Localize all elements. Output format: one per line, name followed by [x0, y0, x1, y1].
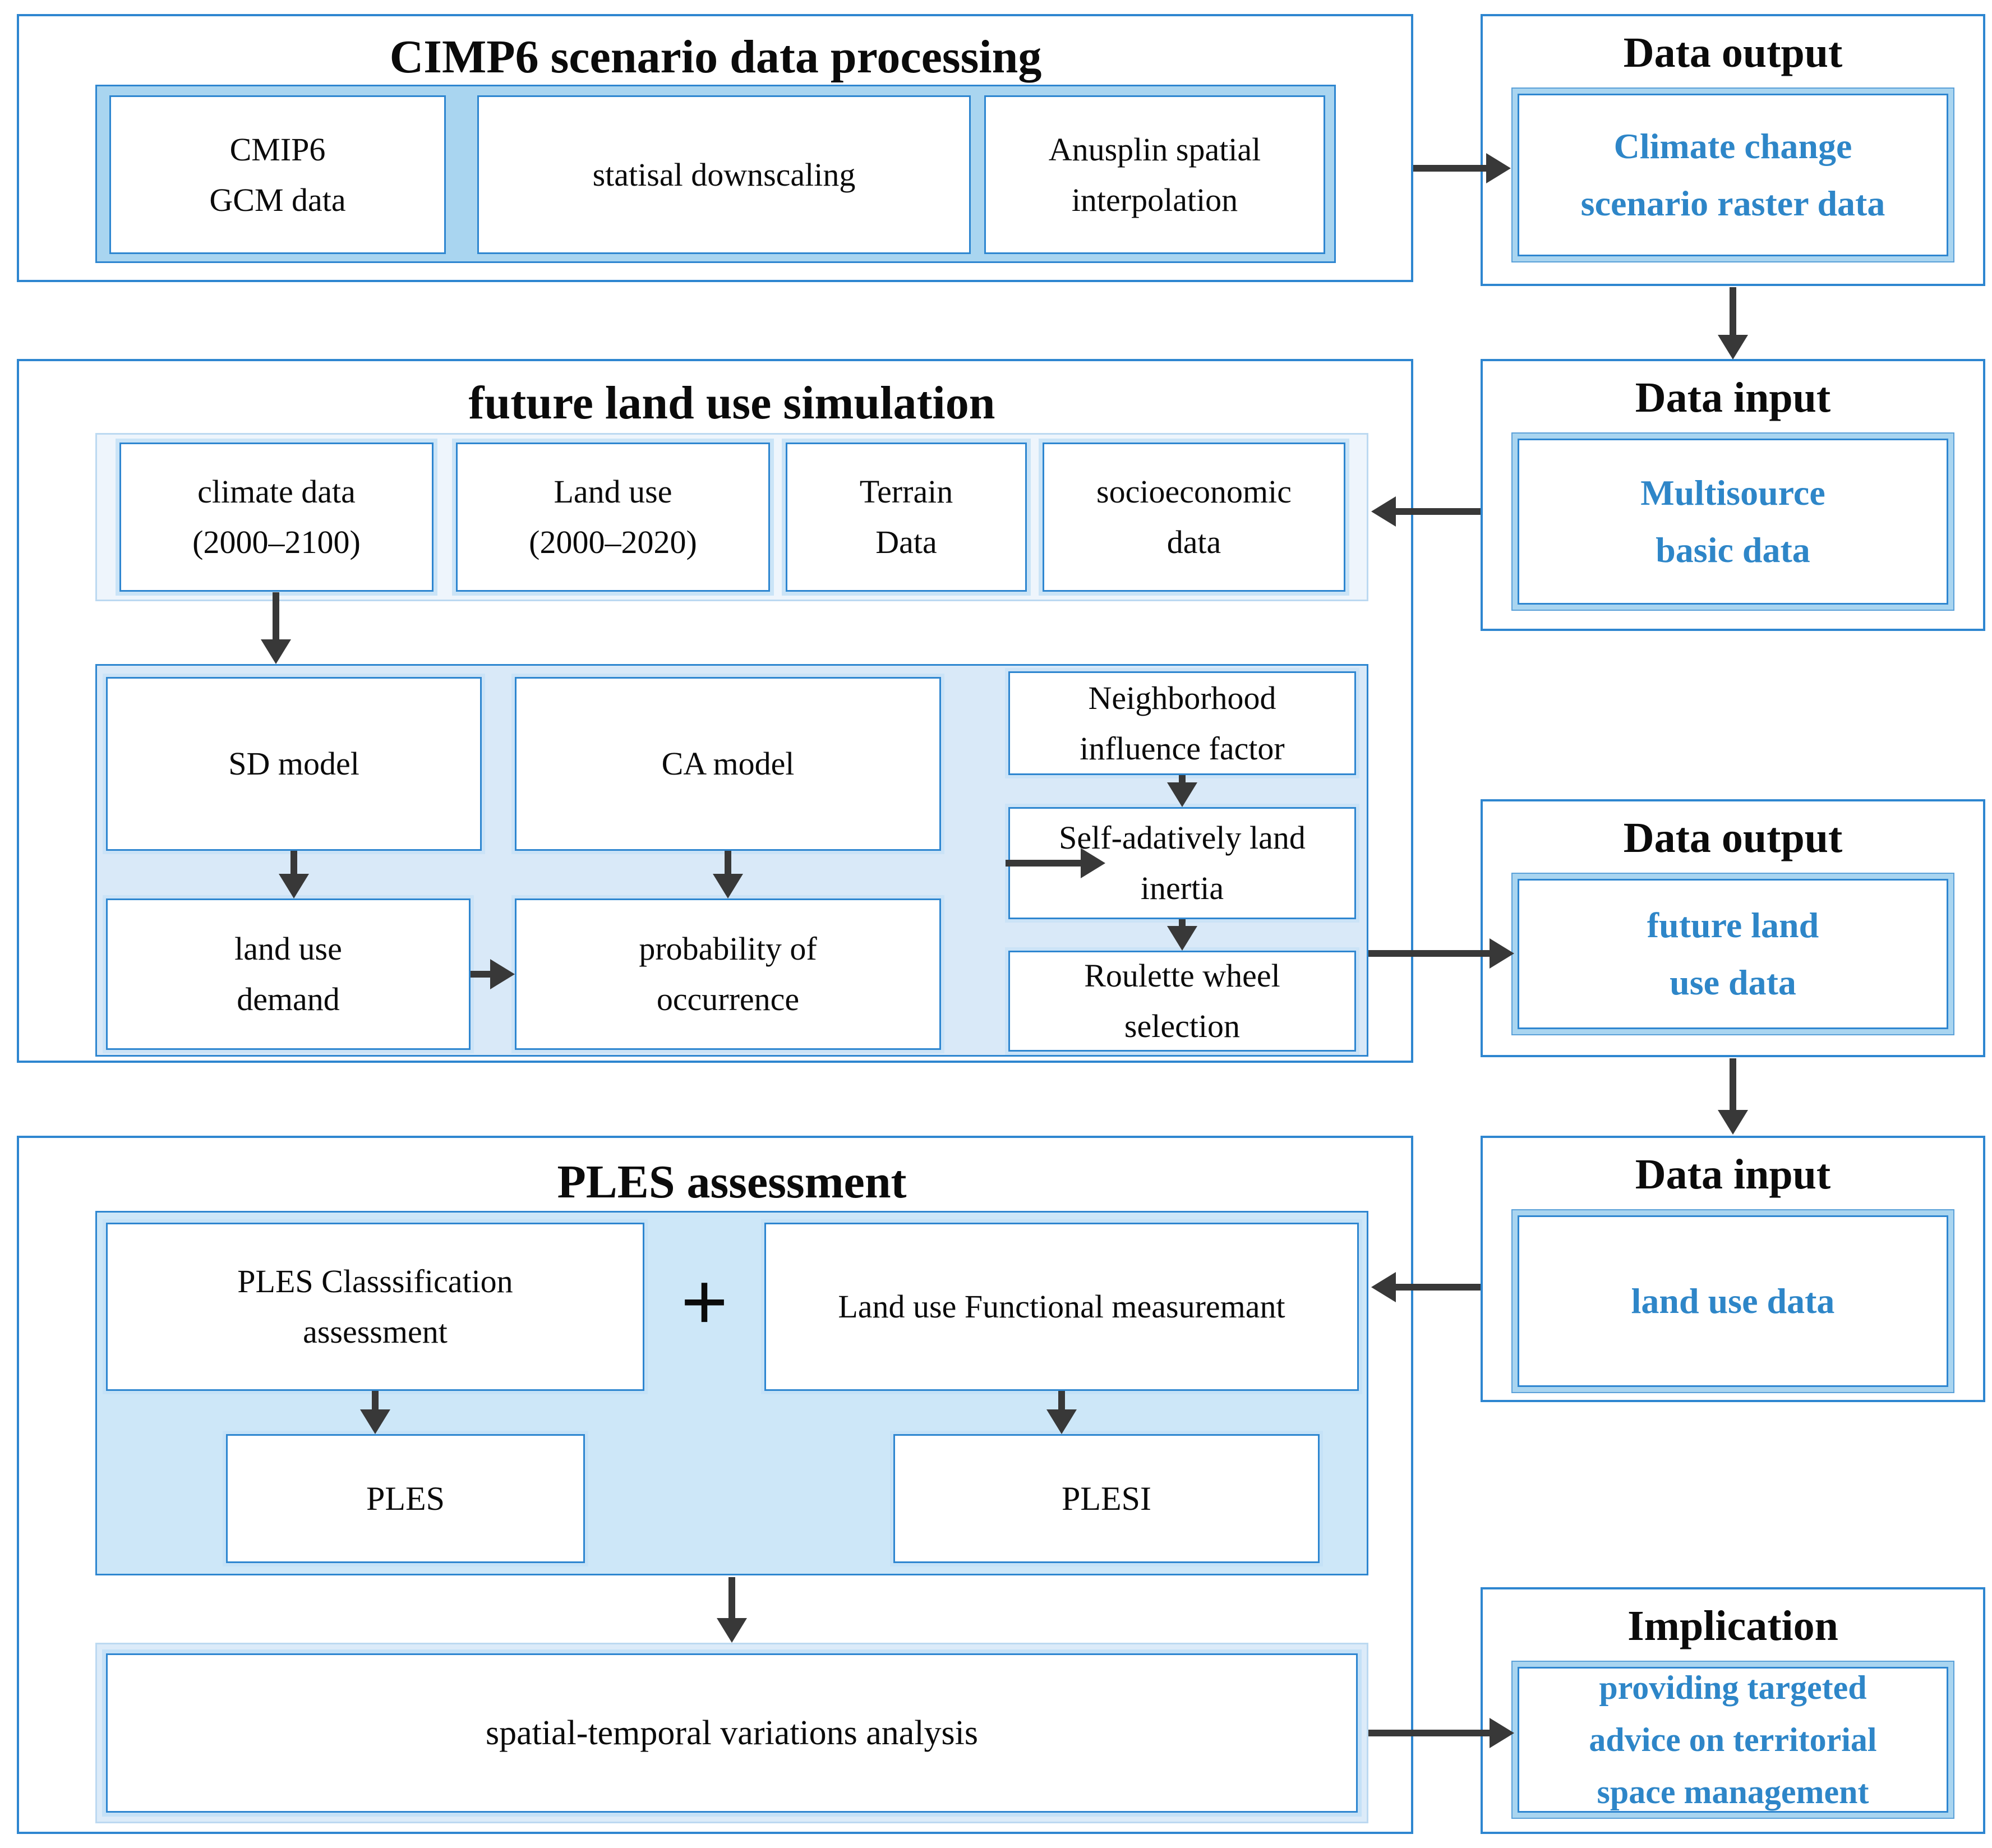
arrow-classification-to-ples — [372, 1391, 379, 1409]
box-terrain-data: Terrain Data — [786, 443, 1027, 592]
ples-container: PLES Classsification assessment + Land u… — [95, 1211, 1368, 1575]
box-climate-raster-data: Climate change scenario raster data — [1518, 94, 1948, 256]
simulation-models-container: SD model land use demand CA model probab… — [95, 664, 1368, 1057]
box-probability-occurrence: probability of occurrence — [515, 898, 941, 1050]
section-title-cimp6: CIMP6 scenario data processing — [389, 31, 1042, 83]
plus-icon: + — [680, 1256, 728, 1349]
box-neighborhood-factor: Neighborhood influence factor — [1008, 671, 1356, 775]
section-future-land-use-simulation: future land use simulation climate data … — [17, 359, 1413, 1063]
box-spatial-temporal-analysis: spatial-temporal variations analysis — [106, 1653, 1358, 1813]
cimp6-steps-container: CMIP6 GCM data statisal downscaling Anus… — [95, 85, 1336, 263]
panel-data-input-multisource: Data input Multisource basic data — [1481, 359, 1985, 631]
panel-title-data-input-1: Data input — [1635, 374, 1831, 421]
land-use-wrapper: land use data — [1511, 1209, 1954, 1393]
panel-title-implication: Implication — [1627, 1602, 1838, 1649]
arrow-models-to-future-land — [1368, 950, 1490, 957]
box-future-land-use-data: future land use data — [1518, 879, 1948, 1029]
box-implication-advice: providing targeted advice on territorial… — [1518, 1667, 1948, 1813]
arrow-output-to-input-2 — [1730, 1058, 1736, 1110]
climate-raster-wrapper: Climate change scenario raster data — [1511, 87, 1954, 262]
box-land-use-data-input: land use data — [1518, 1215, 1948, 1387]
box-multisource-basic-data: Multisource basic data — [1518, 439, 1948, 605]
box-land-use-functional-measurement: Land use Functional measuremant — [764, 1223, 1359, 1391]
box-roulette-selection: Roulette wheel selection — [1008, 951, 1356, 1052]
multisource-wrapper: Multisource basic data — [1511, 432, 1954, 611]
section-title-ples: PLES assessment — [557, 1156, 907, 1208]
panel-implication: Implication providing targeted advice on… — [1481, 1587, 1985, 1834]
arrow-functional-to-plesi — [1058, 1391, 1065, 1409]
box-ples: PLES — [226, 1434, 585, 1563]
box-land-use-demand: land use demand — [106, 898, 471, 1050]
panel-title-data-output-2: Data output — [1623, 814, 1843, 861]
arrow-inertia-to-roulette — [1179, 919, 1186, 926]
future-land-wrapper: future land use data — [1511, 873, 1954, 1035]
arrow-input-to-socioeconomic — [1396, 508, 1481, 515]
box-statistical-downscaling: statisal downscaling — [477, 95, 971, 254]
arrow-sd-to-demand — [290, 851, 297, 874]
arrow-climate-to-models — [273, 592, 279, 639]
box-socioeconomic-data: socioeconomic data — [1043, 443, 1345, 592]
arrow-ca-to-probability — [725, 851, 731, 874]
arrow-spatial-to-implication — [1368, 1730, 1490, 1736]
box-plesi: PLESI — [893, 1434, 1320, 1563]
spatial-analysis-wrapper: spatial-temporal variations analysis — [95, 1643, 1368, 1823]
arrow-ples-to-spatial — [728, 1577, 735, 1618]
box-climate-data: climate data (2000–2100) — [119, 443, 434, 592]
panel-title-data-output-1: Data output — [1623, 29, 1843, 76]
panel-data-output-climate: Data output Climate change scenario rast… — [1481, 14, 1985, 286]
panel-title-data-input-2: Data input — [1635, 1151, 1831, 1198]
panel-data-output-future-land: Data output future land use data — [1481, 799, 1985, 1057]
arrow-demand-to-probability — [471, 971, 490, 978]
section-cimp6-processing: CIMP6 scenario data processing CMIP6 GCM… — [17, 14, 1413, 282]
box-cmip6-gcm-data: CMIP6 GCM data — [109, 95, 446, 254]
arrow-neighborhood-to-inertia — [1179, 775, 1186, 782]
simulation-inputs-container: climate data (2000–2100) Land use (2000–… — [95, 433, 1368, 601]
section-ples-assessment: PLES assessment PLES Classsification ass… — [17, 1136, 1413, 1834]
arrow-processing-to-output — [1413, 165, 1486, 172]
implication-wrapper: providing targeted advice on territorial… — [1511, 1661, 1954, 1819]
arrow-input-to-ples — [1396, 1284, 1481, 1291]
box-ples-classification: PLES Classsification assessment — [106, 1223, 644, 1391]
box-ca-model: CA model — [515, 677, 941, 851]
section-title-simulation: future land use simulation — [468, 377, 995, 429]
box-land-use-data: Land use (2000–2020) — [456, 443, 770, 592]
box-sd-model: SD model — [106, 677, 482, 851]
box-anusplin-interpolation: Anusplin spatial interpolation — [984, 95, 1325, 254]
panel-data-input-land-use: Data input land use data — [1481, 1136, 1985, 1402]
arrow-output-to-input-1 — [1730, 287, 1736, 335]
arrow-models-to-inertia — [1006, 860, 1081, 867]
